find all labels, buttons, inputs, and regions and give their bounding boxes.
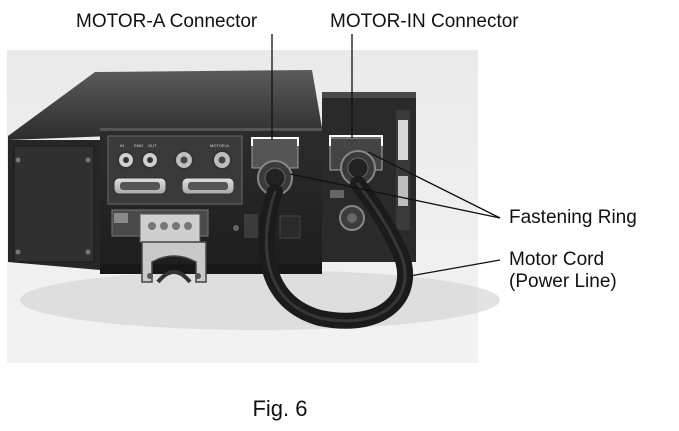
panel-motor-a-label: MOTOR-A xyxy=(210,143,229,148)
fastening-ring-leader-1 xyxy=(289,173,501,219)
fastening-ring-leader-2 xyxy=(367,151,501,219)
motor-cord-leader xyxy=(409,259,501,277)
motor-in-connector-label: MOTOR-IN Connector xyxy=(330,11,519,32)
side-panel-inset xyxy=(13,145,95,263)
cable-clamp-icon xyxy=(141,241,207,283)
shadow xyxy=(20,270,500,330)
fastening-ring-label: Fastening Ring xyxy=(509,207,637,228)
motor-a-highlight-bracket xyxy=(251,137,299,146)
figure-caption: Fig. 6 xyxy=(252,396,308,421)
power-line-label: (Power Line) xyxy=(509,271,617,292)
motor-in-highlight-bracket xyxy=(329,135,383,146)
panel-emg-label: EMG xyxy=(134,143,143,148)
panel-in-label: IN xyxy=(120,143,124,148)
motor-a-connector-label: MOTOR-A Connector xyxy=(76,11,258,32)
controller-top-face xyxy=(8,70,322,140)
motor-cord-label: Motor Cord xyxy=(509,249,605,270)
panel-out-label: OUT xyxy=(148,143,157,148)
